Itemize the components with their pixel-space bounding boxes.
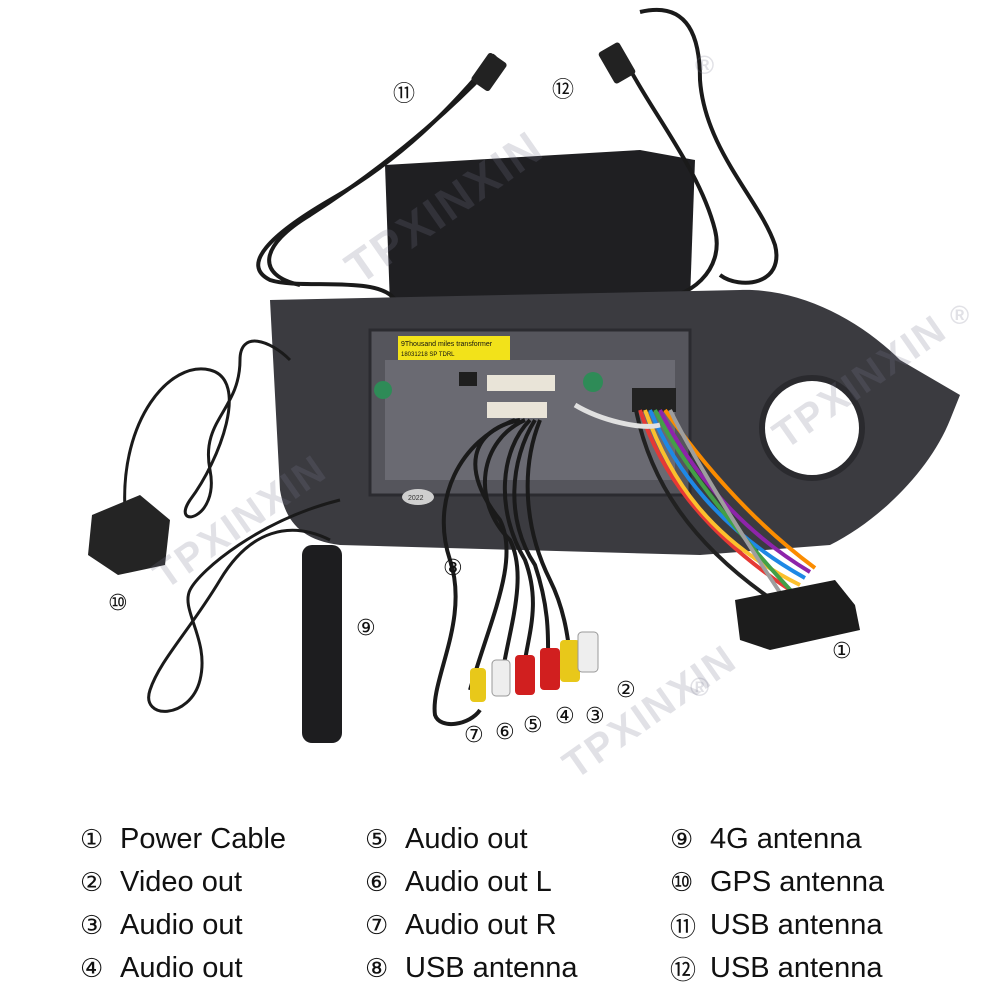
legend-item: ⑩ GPS antenna	[670, 861, 884, 904]
callout-6: ⑥	[495, 720, 515, 745]
legend-label: Audio out	[405, 823, 528, 855]
legend-item: ⑦ Audio out R	[365, 904, 578, 947]
legend-label: 4G antenna	[710, 823, 862, 855]
callout-2: ②	[616, 678, 636, 703]
label-2022	[402, 489, 434, 505]
usb-plug-11	[471, 52, 507, 92]
legend-item: ⑨ 4G antenna	[670, 818, 884, 861]
mounting-hole	[759, 375, 865, 481]
legend-label: Audio out R	[405, 909, 557, 941]
registered-mark-1: ®	[695, 50, 717, 80]
green-connector-right	[583, 372, 603, 392]
power-harness	[634, 408, 817, 607]
legend-number: ⑩	[670, 867, 694, 898]
label-2022-text: 2022	[408, 495, 424, 502]
rca-plug-red-4	[540, 648, 560, 690]
legend-number: ①	[80, 824, 104, 855]
callout-11: ⑪	[393, 82, 416, 107]
legend-item: ② Video out	[80, 861, 286, 904]
legend-number: ⑨	[670, 824, 694, 855]
legend-number: ④	[80, 953, 104, 984]
legend-item: ⑥ Audio out L	[365, 861, 578, 904]
legend-item: ③ Audio out	[80, 904, 286, 947]
legend-item: ⑫ USB antenna	[670, 947, 884, 990]
power-plug	[735, 580, 860, 650]
sticker-text-1: 9Thousand miles transformer	[401, 341, 493, 348]
legend-number: ⑦	[365, 910, 389, 941]
white-wire	[573, 402, 661, 429]
sticker-text-2: 18031218 SP TDRL	[401, 352, 455, 358]
legend-column-1: ① Power Cable ② Video out ③ Audio out ④ Audi…	[80, 818, 286, 990]
legend-item: ⑪ USB antenna	[670, 904, 884, 947]
transformer-sticker	[398, 336, 510, 360]
callout-4: ④	[555, 704, 575, 729]
callout-3: ③	[585, 704, 605, 729]
legend-item: ④ Audio out	[80, 947, 286, 990]
callout-9: ⑨	[356, 616, 376, 641]
legend-item: ⑧ USB antenna	[365, 947, 578, 990]
legend-label: USB antenna	[710, 952, 883, 984]
legend-label: USB antenna	[710, 909, 883, 941]
legend-label: Audio out L	[405, 866, 552, 898]
legend-item: ⑤ Audio out	[365, 818, 578, 861]
legend-number: ⑤	[365, 824, 389, 855]
usb-cable-12	[639, 8, 779, 285]
rca-plug-white-6	[491, 659, 511, 697]
legend-label: GPS antenna	[710, 866, 885, 898]
callout-12: ⑫	[552, 78, 575, 103]
rca-bundle	[432, 418, 572, 727]
callout-7: ⑦	[464, 723, 484, 748]
gps-cable	[123, 339, 292, 519]
dark-port	[459, 372, 477, 386]
rca-plug-white-2	[577, 631, 599, 673]
usb-cable-11b	[267, 68, 490, 287]
rca-plug-yellow-7	[470, 668, 486, 702]
legend-label: USB antenna	[405, 952, 578, 984]
4g-antenna	[302, 545, 342, 743]
usb-cable-12b	[623, 59, 719, 302]
legend-number: ⑥	[365, 867, 389, 898]
legend-number: ⑪	[670, 913, 697, 943]
legend-number: ②	[80, 867, 104, 898]
registered-mark-3: ®	[690, 672, 712, 702]
legend-label: Audio out	[120, 909, 243, 941]
rca-plug-yellow-3	[560, 640, 580, 682]
callout-1: ①	[832, 639, 852, 664]
rca-plug-red-5	[515, 655, 535, 695]
legend-label: Audio out	[120, 952, 243, 984]
legend-label: Power Cable	[120, 823, 287, 855]
legend-number: ③	[80, 910, 104, 941]
usb-plug-12	[598, 42, 636, 84]
screen-panel	[385, 150, 695, 305]
legend-item: ① Power Cable	[80, 818, 286, 861]
power-connector	[632, 388, 676, 412]
gps-antenna	[88, 495, 170, 575]
registered-mark-2: ®	[950, 300, 972, 330]
legend-label: Video out	[120, 866, 243, 898]
legend-number: ⑫	[670, 956, 697, 986]
legend: ① Power Cable ② Video out ③ Audio out ④ Audi…	[80, 818, 960, 993]
connector-block-bottom	[487, 402, 547, 418]
antenna-cable	[147, 498, 341, 713]
connector-block-top	[487, 375, 555, 391]
legend-number: ⑧	[365, 953, 389, 984]
callout-5: ⑤	[523, 713, 543, 738]
green-connector-left	[374, 381, 392, 399]
legend-column-2: ⑤ Audio out ⑥ Audio out L ⑦ Audio out R ⑧ US…	[365, 818, 578, 990]
callout-10: ⑩	[108, 591, 128, 616]
callout-8: ⑧	[443, 556, 463, 581]
